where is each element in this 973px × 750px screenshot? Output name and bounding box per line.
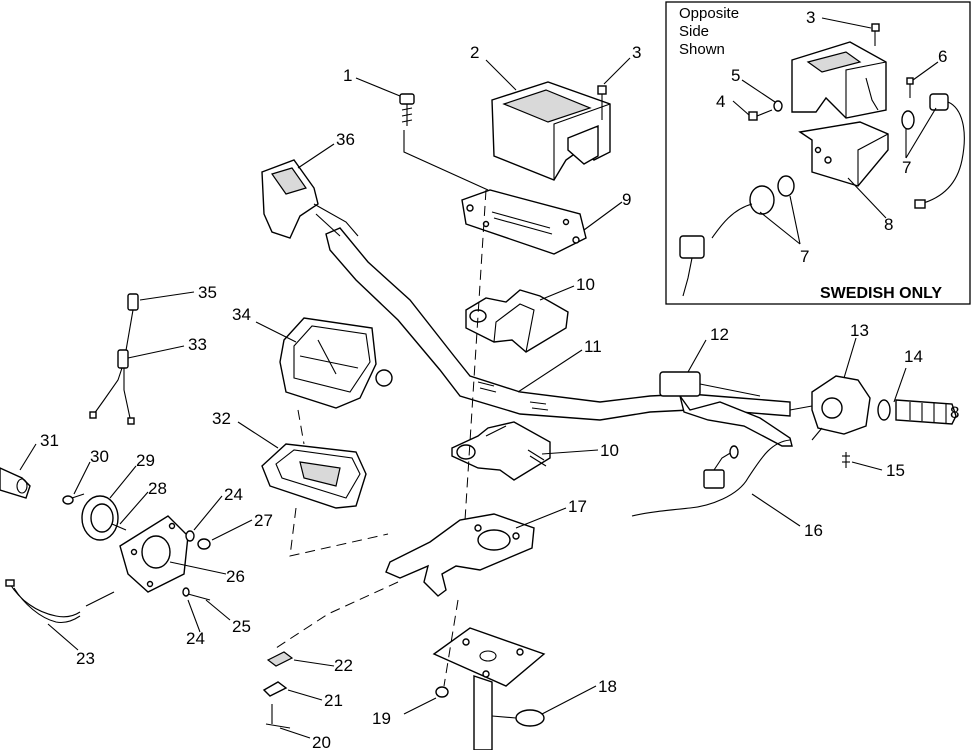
seal-28 <box>111 523 127 531</box>
handlebar-11 <box>325 227 791 421</box>
callout-17: 17 <box>568 497 587 516</box>
inset-note-line-2: Side <box>679 23 709 40</box>
clamp-10-lower <box>451 421 551 481</box>
switch-36 <box>261 159 359 239</box>
cover-32 <box>261 443 367 509</box>
callout-3-inset: 3 <box>806 8 815 27</box>
callout-15: 15 <box>886 461 905 480</box>
callout-4: 4 <box>716 92 725 111</box>
nut-27 <box>197 538 211 550</box>
bracket-17 <box>385 513 535 597</box>
harness-33 <box>89 349 135 425</box>
inset-washer-5 <box>773 100 783 112</box>
speedometer-34 <box>279 317 393 409</box>
callout-18: 18 <box>598 677 617 696</box>
callout-36: 36 <box>336 130 355 149</box>
clamp-18 <box>491 709 545 727</box>
callout-7-inset-a: 7 <box>902 158 911 177</box>
plate-9 <box>461 189 587 255</box>
switch-harness-16 <box>631 439 791 517</box>
callout-6: 6 <box>938 47 947 66</box>
tube-31 <box>0 467 31 499</box>
washer-24-lower <box>182 587 211 601</box>
callout-35: 35 <box>198 283 217 302</box>
callout-25: 25 <box>232 617 251 636</box>
callout-11: 11 <box>584 337 602 356</box>
callout-33: 33 <box>188 335 207 354</box>
callout-20: 20 <box>312 733 331 750</box>
inset-screw-3 <box>871 23 880 46</box>
callout-13: 13 <box>850 321 869 340</box>
brake-lever-12 <box>659 371 793 447</box>
callout-23: 23 <box>76 649 95 668</box>
inset-bracket <box>798 121 889 187</box>
callout-28: 28 <box>148 479 167 498</box>
inset-key-switch <box>679 93 965 297</box>
screw-1 <box>399 93 415 126</box>
callout-10-upper: 10 <box>576 275 595 294</box>
washer-24-upper <box>185 530 195 542</box>
inset-housing <box>791 41 887 119</box>
steering-plate <box>432 627 546 687</box>
callout-27: 27 <box>254 511 273 530</box>
inset-screw-4 <box>748 100 783 121</box>
callout-3: 3 <box>632 43 641 62</box>
pin-20 <box>265 704 291 729</box>
callout-34: 34 <box>232 305 251 324</box>
nut-19 <box>435 686 449 698</box>
callout-7-inset-b: 7 <box>800 247 809 266</box>
callout-1: 1 <box>343 66 352 85</box>
callout-31: 31 <box>40 431 59 450</box>
swedish-inset: Opposite Side Shown SWEDISH ONLY <box>665 1 971 305</box>
callout-14: 14 <box>904 347 923 366</box>
screw-30 <box>62 493 85 505</box>
inset-caption: SWEDISH ONLY <box>820 285 942 302</box>
inset-note-line-3: Shown <box>679 41 725 58</box>
callout-16: 16 <box>804 521 823 540</box>
callout-24-upper: 24 <box>224 485 243 504</box>
callout-2: 2 <box>470 43 479 62</box>
clip-22 <box>266 651 294 667</box>
throttle-housing-13 <box>789 375 871 441</box>
callout-30: 30 <box>90 447 109 466</box>
callout-22: 22 <box>334 656 353 675</box>
grip-14 <box>877 399 957 425</box>
callout-32: 32 <box>212 409 231 428</box>
callout-9: 9 <box>622 190 631 209</box>
callout-8-inset: 8 <box>884 215 893 234</box>
steering-post <box>473 675 493 750</box>
callout-21: 21 <box>324 691 343 710</box>
cable-23 <box>5 579 81 624</box>
housing-26 <box>85 515 189 607</box>
callout-19: 19 <box>372 709 391 728</box>
callout-24-lower: 24 <box>186 629 205 648</box>
clamp-10-upper <box>465 289 569 353</box>
screw-3 <box>597 85 607 120</box>
callout-8-main: 8 <box>950 403 959 422</box>
callout-26: 26 <box>226 567 245 586</box>
inset-note-line-1: Opposite <box>679 5 739 22</box>
ring-29 <box>81 495 119 541</box>
callout-29: 29 <box>136 451 155 470</box>
screw-15 <box>842 452 850 468</box>
callout-5: 5 <box>731 66 740 85</box>
cover-2 <box>491 81 611 181</box>
inset-screw-6 <box>906 77 914 98</box>
callout-12: 12 <box>710 325 729 344</box>
boot-21 <box>262 681 288 697</box>
callout-10-lower: 10 <box>600 441 619 460</box>
